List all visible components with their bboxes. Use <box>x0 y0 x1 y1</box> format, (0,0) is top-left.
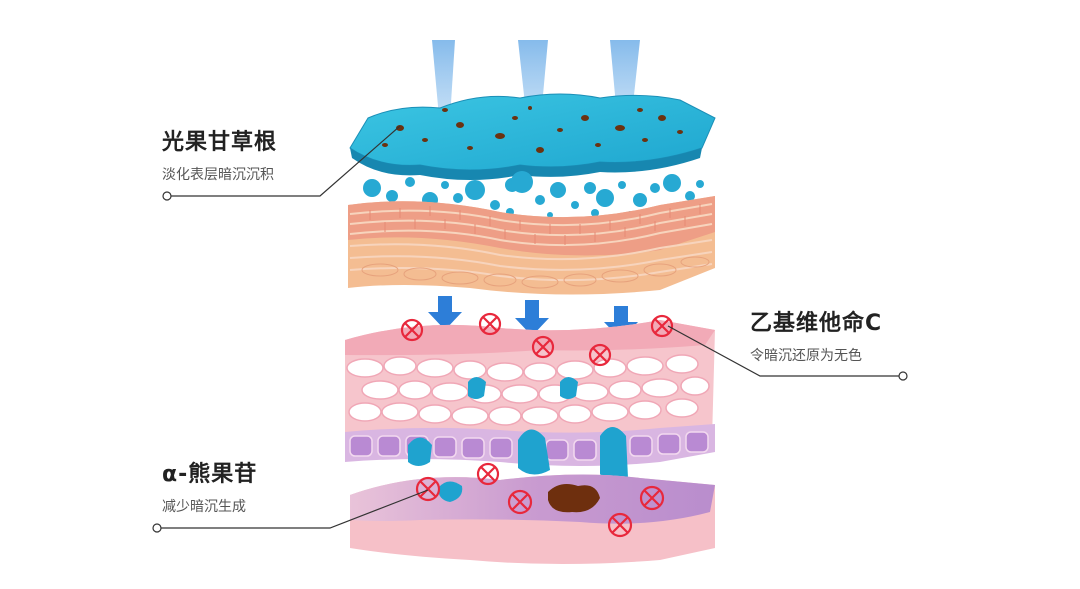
surface-layer <box>350 94 715 180</box>
label-licorice-subtitle: 淡化表层暗沉沉积 <box>162 164 277 184</box>
label-vitamin-c: 乙基维他命C 令暗沉还原为无色 <box>750 305 882 365</box>
leader-dot-arbutin <box>153 524 161 532</box>
leader-dot-licorice <box>163 192 171 200</box>
label-arbutin-subtitle: 减少暗沉生成 <box>162 496 257 516</box>
white-cells <box>347 355 709 425</box>
label-licorice-title: 光果甘草根 <box>162 124 277 156</box>
label-licorice: 光果甘草根 淡化表层暗沉沉积 <box>162 124 277 184</box>
epidermis-layer <box>348 196 715 295</box>
label-arbutin-title: α-熊果苷 <box>162 456 257 488</box>
label-vitamin-c-title: 乙基维他命C <box>750 305 882 337</box>
pink-cell-layer <box>345 320 715 483</box>
leader-dot-vitamin-c <box>899 372 907 380</box>
label-arbutin: α-熊果苷 减少暗沉生成 <box>162 456 257 516</box>
dermis-layer <box>350 474 715 564</box>
label-vitamin-c-subtitle: 令暗沉还原为无色 <box>750 345 882 365</box>
